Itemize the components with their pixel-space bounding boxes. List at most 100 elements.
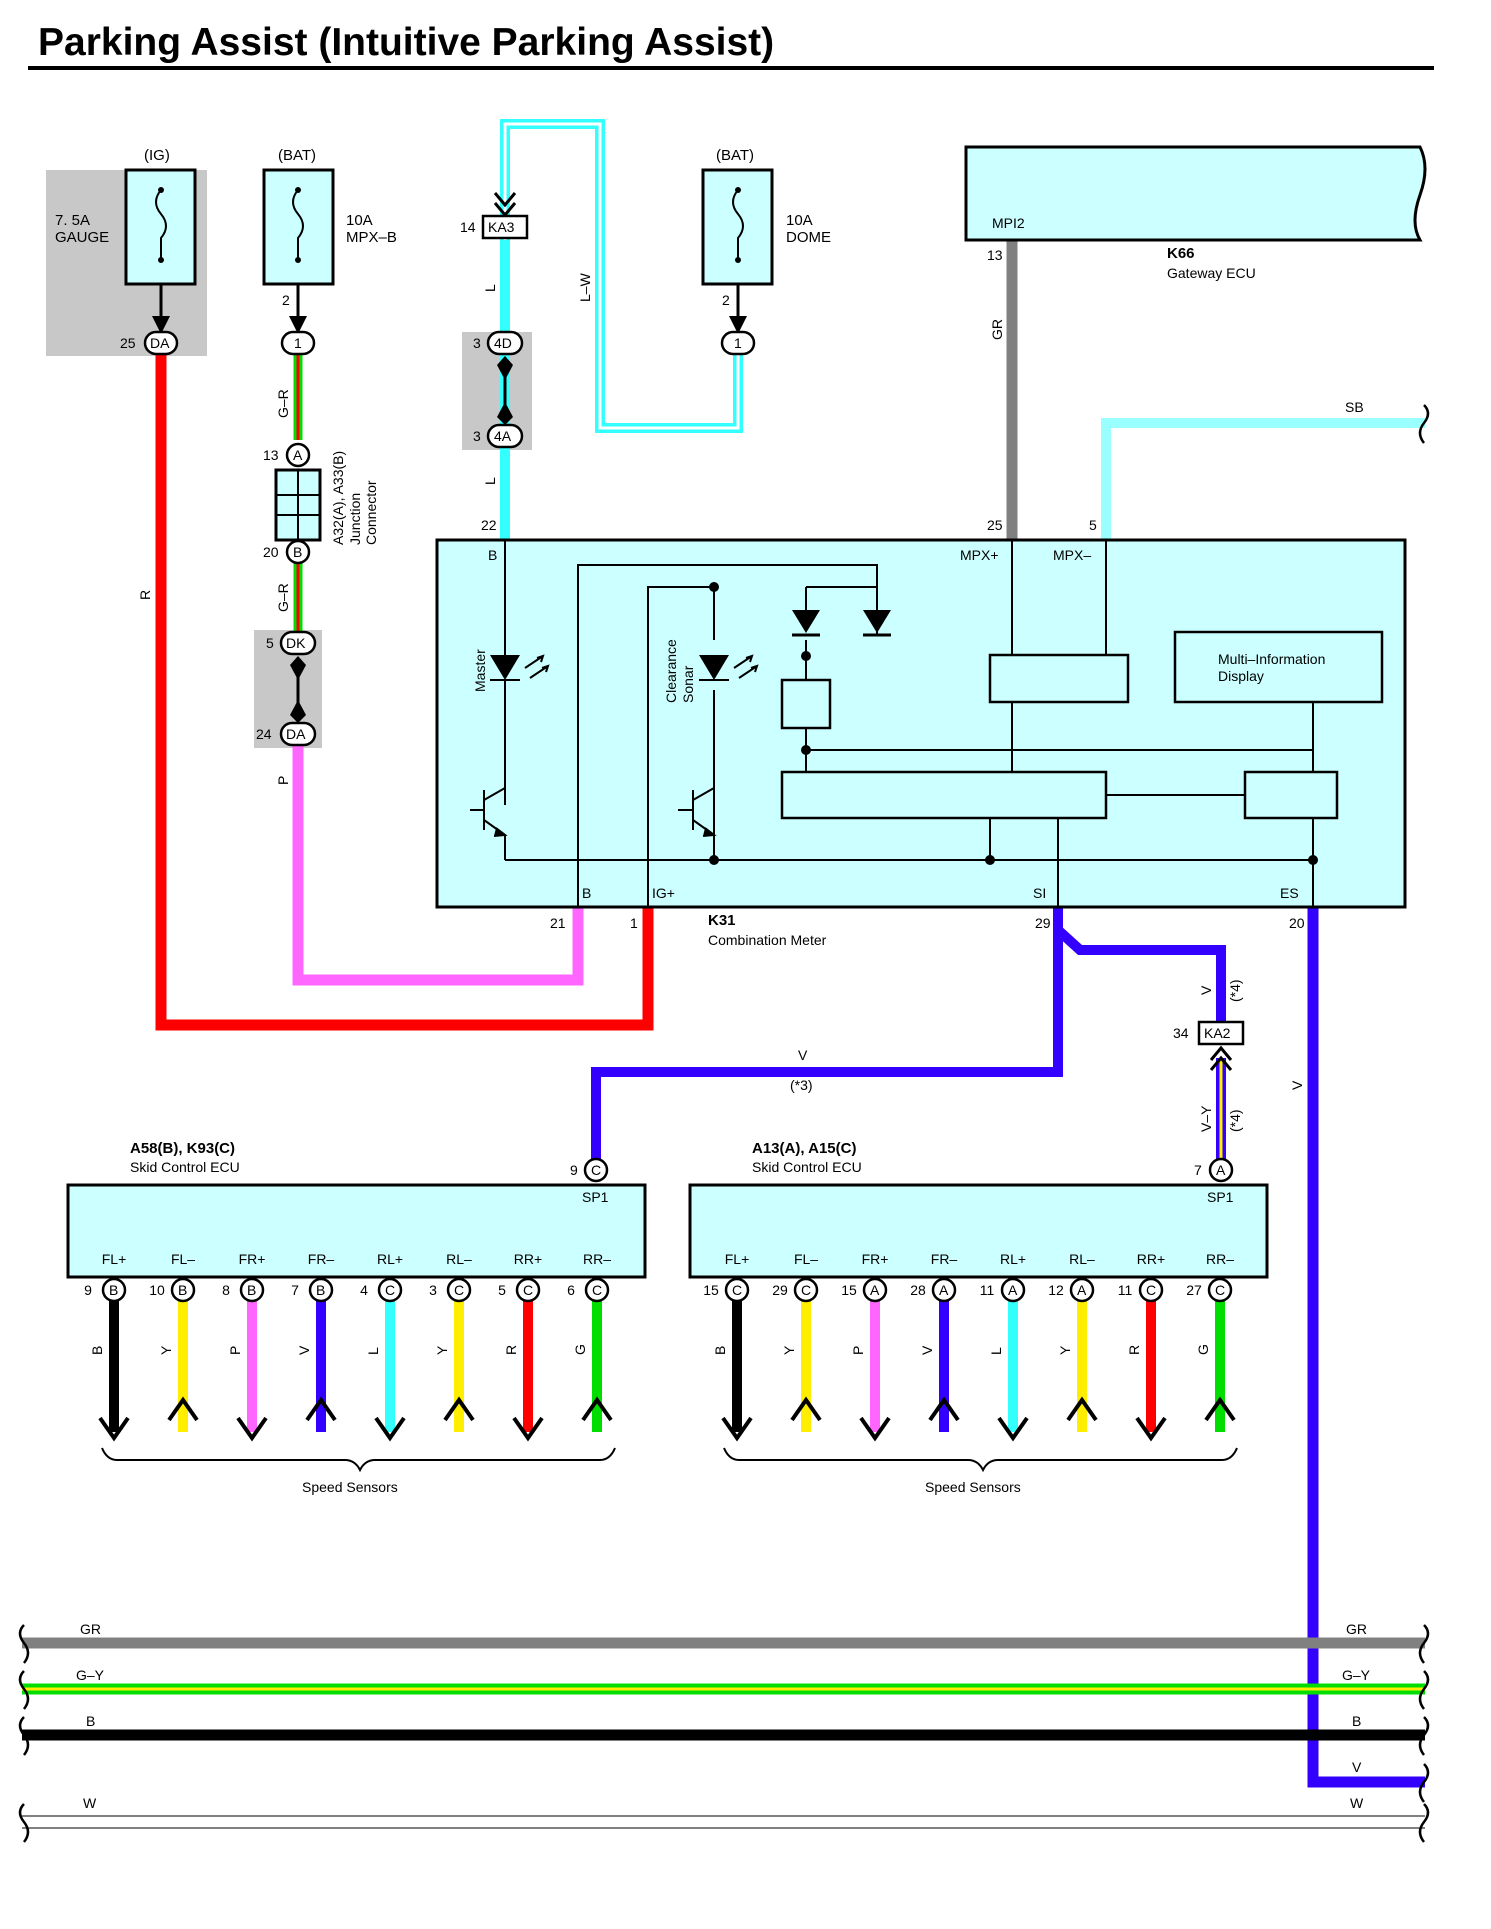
fuse-mpx-b [262,168,335,334]
sonar-transistor-icon [678,787,717,860]
bus-gy-right: G–Y [1342,1667,1371,1683]
fuse-dome-rating: 10A [786,212,813,229]
ecu-left-terminal-5: RL– [446,1251,472,1267]
meter-logic-box [780,770,1108,820]
fuse-mpx-b-name: MPX–B [346,229,397,246]
sonar-label1: Clearance [663,639,679,703]
fuse-gauge-rating: 7. 5A [55,212,90,229]
bus-b-right: B [1352,1713,1361,1729]
fuse-dome-source: (BAT) [716,147,754,164]
label-gr-r2: G–R [275,583,291,612]
combination-meter-box [435,538,1407,909]
ecu-left-terminal-4: RL+ [377,1251,403,1267]
ecu-left-wire-label-4: L [365,1347,381,1355]
ecu-right-sensor-arrow-5 [1066,1396,1098,1422]
meter-pin-b-bot: 21 [550,915,566,931]
ecu-right-pin-num-1: 29 [772,1282,788,1298]
ecu-right-wire-label-7: G [1195,1344,1211,1355]
ecu-right-wire-label-0: B [712,1346,728,1355]
speed-sensors-left-label: Speed Sensors [302,1479,398,1495]
ecu-left-wire-label-5: Y [434,1345,450,1355]
bus-gr-right: GR [1346,1621,1367,1637]
ecu-left-pin-circle-6 [515,1277,541,1303]
ecu-right-pin-circle-7 [1207,1277,1233,1303]
label-v1-note: (*3) [790,1077,813,1093]
ecu-right-pin-conn-1: C [801,1282,811,1298]
junction-name2: Connector [363,480,379,545]
ecu-right-terminal-7: RR– [1206,1251,1234,1267]
conn-dk-da-arrows [290,656,306,723]
skid-ecu-right-sp1-conn: A [1216,1162,1226,1178]
ecu-right-pin-circle-5 [1069,1277,1095,1303]
ecu-left-pin-conn-5: C [454,1282,464,1298]
ecu-right-wire-label-2: P [850,1346,866,1355]
ecu-left-pin-num-0: 9 [84,1282,92,1298]
wire-v-ka2 [1054,926,1226,1025]
ecu-left-terminal-1: FL– [171,1251,195,1267]
ecu-left-pin-num-2: 8 [222,1282,230,1298]
ecu-right-terminal-3: FR– [931,1251,958,1267]
conn-4d [486,330,524,356]
ecu-right-pin-num-2: 15 [841,1282,857,1298]
conn-ka2 [1197,1020,1245,1071]
conn-dk-pin: 5 [266,635,274,651]
ecu-left-pin-circle-3 [308,1277,334,1303]
bus-gy-left: G–Y [76,1667,105,1683]
label-lw: L–W [577,272,593,302]
ecu-right-sensor-arrow-4 [997,1416,1029,1442]
wire-l-w-inner [503,122,740,430]
conn-4d-label: 4D [494,335,512,351]
pin-dome-out-num: 2 [722,292,730,308]
ecu-right-terminal-2: FR+ [862,1251,889,1267]
skid-ecu-left-box [66,1183,647,1279]
ecu-right-pin-conn-4: A [1008,1282,1018,1298]
meter-pin-si: 29 [1035,915,1051,931]
ecu-right-pin-num-0: 15 [703,1282,719,1298]
ecu-right-pin-conn-0: C [732,1282,742,1298]
junction-pin-a [285,442,311,468]
conn-ka2-label: KA2 [1204,1025,1231,1041]
junction-dots [709,582,1318,865]
ecu-left-pin-num-3: 7 [291,1282,299,1298]
ecu-right-pin-conn-5: A [1077,1282,1087,1298]
ecu-right-pin-circle-4 [1000,1277,1026,1303]
ecu-left-sensor-arrow-7 [581,1396,613,1422]
ecu-right-pin-circle-6 [1138,1277,1164,1303]
ecu-left-pin-conn-3: B [316,1282,325,1298]
diode-1-icon [792,610,820,637]
multi-information-display-box [1173,630,1384,704]
gateway-terminal: MPI2 [992,215,1025,231]
mid-label2: Display [1218,668,1264,684]
ecu-right-wire-label-1: Y [781,1345,797,1355]
ecu-left-pin-num-1: 10 [149,1282,165,1298]
meter-pin-b-top: 22 [481,517,497,533]
ecu-left-pin-num-7: 6 [567,1282,575,1298]
meter-pin-ig: 1 [630,915,638,931]
ecu-right-pin-conn-2: A [870,1282,880,1298]
ecu-left-sensor-arrow-2 [236,1416,268,1442]
fuse-mpx-b-rating: 10A [346,212,373,229]
skid-ecu-right-sp1-num: 7 [1194,1162,1202,1178]
label-v2: V [1198,985,1214,995]
fuse-gauge [124,168,197,334]
pin-dome-out-label: 1 [734,335,742,351]
meter-terminal-mpx-plus: MPX+ [960,547,999,563]
label-r: R [137,590,153,600]
skid-ecu-left-id: A58(B), K93(C) [130,1140,235,1157]
ecu-right-wire-label-6: R [1126,1345,1142,1355]
ecu-left-terminal-6: RR+ [514,1251,542,1267]
ecu-right-wire-label-5: Y [1057,1345,1073,1355]
pin-mpx-out-label: 1 [294,335,302,351]
ecu-right-pin-num-4: 11 [980,1282,995,1298]
ecu-right-terminal-6: RR+ [1137,1251,1165,1267]
ecu-right-sensor-arrow-6 [1135,1416,1167,1442]
meter-terminal-ig: IG+ [652,885,675,901]
bus-w-right: W [1350,1795,1364,1811]
wire-v-es [1307,907,1425,1788]
ecu-left-terminal-3: FR– [308,1251,335,1267]
pin-oval-mpx-out [280,330,316,356]
ecu-right-terminal-4: RL+ [1000,1251,1026,1267]
ecu-left-pin-num-6: 5 [498,1282,506,1298]
conn-4a-label: 4A [494,428,512,444]
